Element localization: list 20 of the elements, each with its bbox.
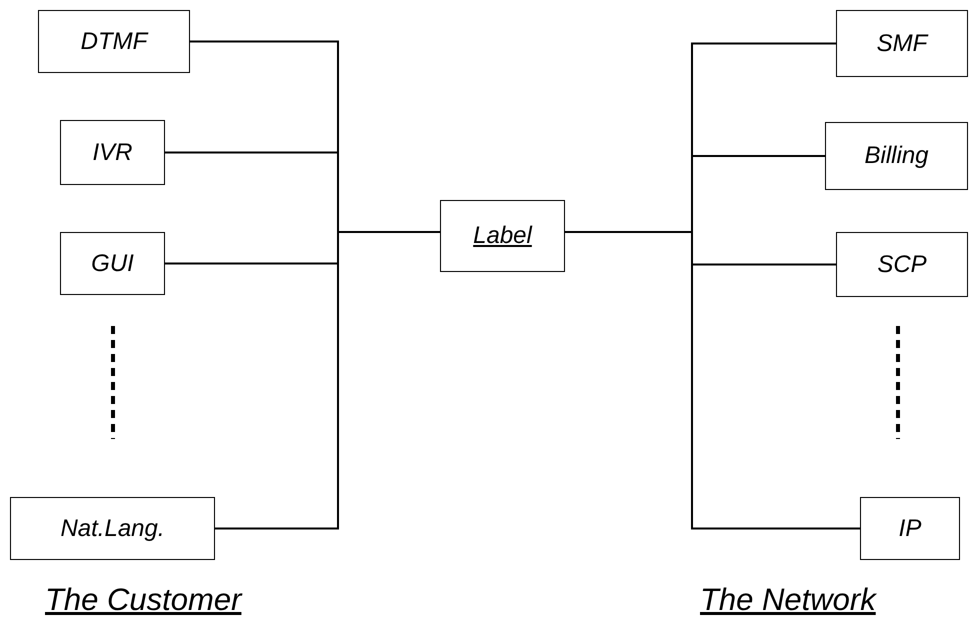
box-label: IVR <box>92 138 132 166</box>
process-box <box>825 122 968 190</box>
process-box <box>60 120 165 185</box>
box-label: Label <box>473 222 532 250</box>
process-box <box>836 10 968 77</box>
box-label: Billing <box>864 142 929 170</box>
box-label: GUI <box>91 250 134 278</box>
process-box <box>836 232 968 297</box>
process-box <box>440 200 565 272</box>
box-label: IP <box>898 514 922 542</box>
process-box <box>60 232 165 295</box>
process-box <box>10 497 215 560</box>
process-box <box>38 10 190 73</box>
box-label: DTMF <box>80 28 148 56</box>
box-label: Nat.Lang. <box>60 514 165 542</box>
box-label: SCP <box>877 250 927 278</box>
process-box <box>860 497 960 560</box>
group-caption: The Customer <box>45 582 242 618</box>
box-label: SMF <box>876 30 928 58</box>
group-caption: The Network <box>700 582 876 618</box>
